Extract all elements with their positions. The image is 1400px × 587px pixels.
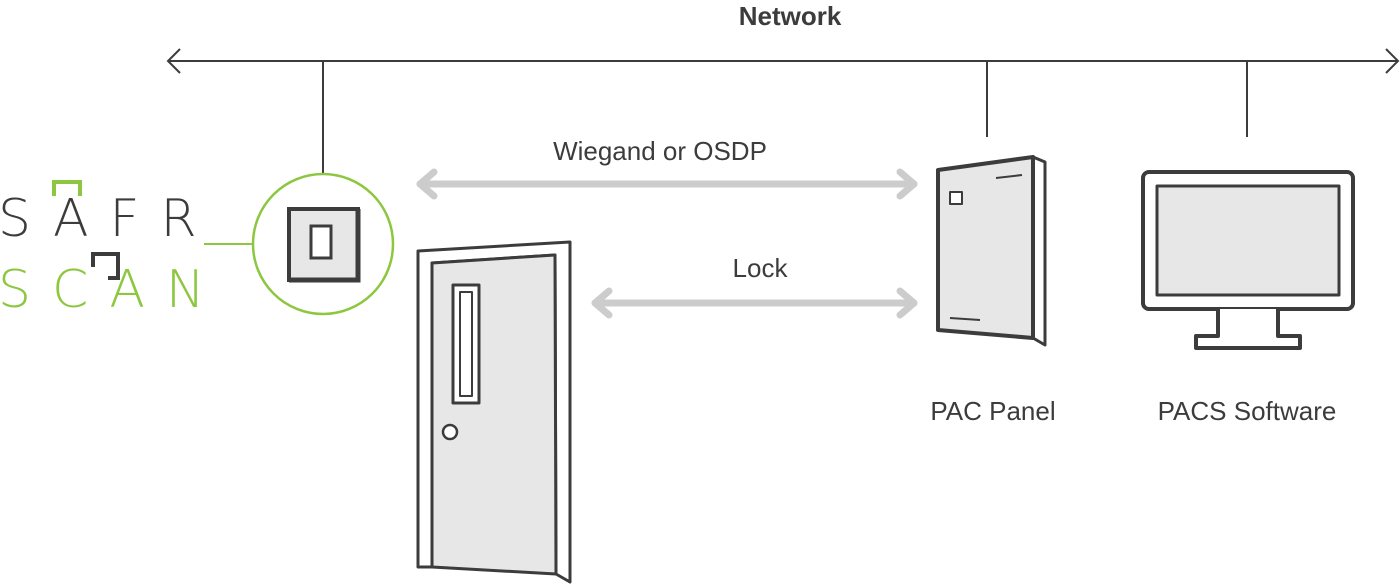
- door-handle-icon: [441, 423, 459, 441]
- panel-indicator: [949, 191, 963, 205]
- panel-front: [936, 155, 1035, 340]
- logo-line-safr: SAFR: [0, 189, 218, 249]
- wiegand-arrow-right-icon: [896, 168, 918, 200]
- logo-line-scan: SCAN: [0, 260, 226, 320]
- monitor-stand: [1194, 309, 1302, 350]
- panel-top-slot: [995, 174, 1023, 179]
- wiegand-arrow-left-icon: [416, 168, 438, 200]
- monitor-screen: [1155, 184, 1341, 297]
- pac-panel-icon: [936, 155, 1047, 347]
- pac-panel-label: PAC Panel: [930, 396, 1055, 426]
- network-arrow-right-icon: [1385, 48, 1400, 74]
- network-arrow-left-icon: [166, 48, 181, 74]
- safr-scan-reader: [251, 172, 395, 316]
- reader-side: [289, 209, 361, 283]
- network-label: Network: [739, 1, 842, 31]
- lock-arrow: [591, 287, 918, 319]
- pacs-software-label: PACS Software: [1158, 396, 1337, 426]
- safr-scan-logo: SAFR SCAN: [0, 180, 226, 320]
- logo-dark-bracket-icon: [91, 252, 120, 280]
- reader-window: [309, 224, 333, 260]
- logo-green-bracket-icon: [52, 180, 82, 196]
- wiegand-osdp-label: Wiegand or OSDP: [553, 136, 767, 166]
- door-icon: [416, 240, 572, 584]
- panel-bottom-slot: [949, 317, 981, 321]
- door-window-inner: [459, 291, 473, 397]
- door-window: [451, 283, 481, 405]
- wiegand-arrow: [416, 168, 918, 200]
- lock-arrow-right-icon: [896, 287, 918, 319]
- lock-arrow-left-icon: [591, 287, 613, 319]
- lock-label: Lock: [733, 253, 789, 283]
- door-panel: [430, 253, 558, 576]
- monitor-icon: [1141, 170, 1355, 350]
- network-bus: [166, 48, 1400, 174]
